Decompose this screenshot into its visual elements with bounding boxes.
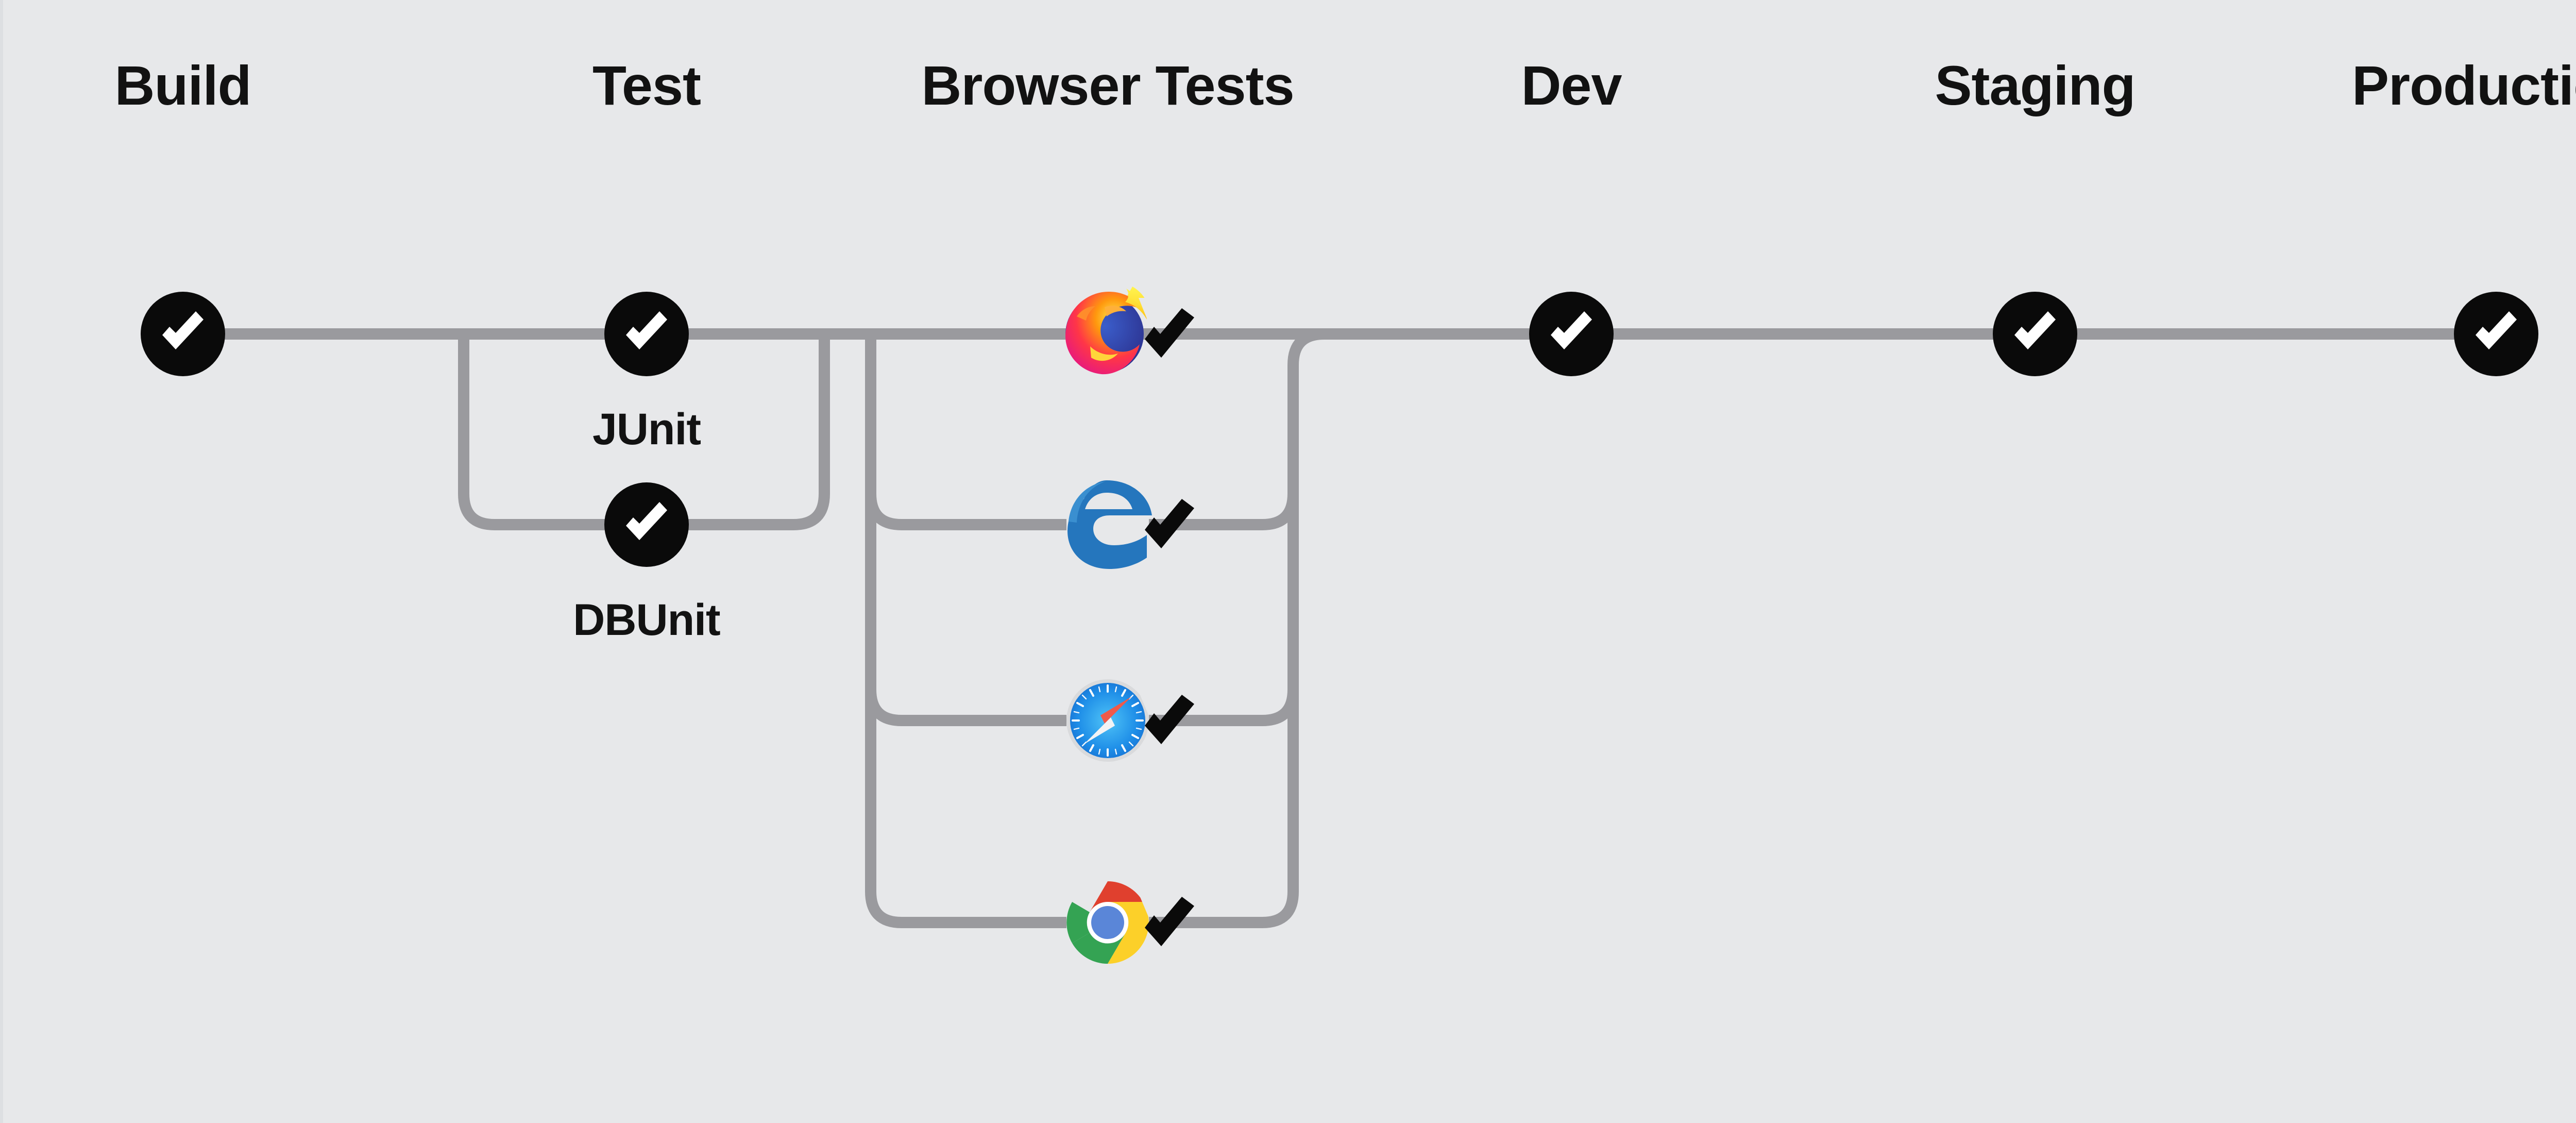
check-mark-icon	[1145, 695, 1194, 744]
stage-label-dev: Dev	[1521, 54, 1622, 116]
job-firefox[interactable]	[1065, 287, 1194, 375]
test-branch-left-rail	[458, 334, 647, 530]
browser-branch-right-stub-safari	[1149, 689, 1299, 726]
test-branch-right-rail	[647, 334, 830, 530]
stage-label-browser-tests: Browser Tests	[921, 54, 1294, 116]
job-edge[interactable]	[1067, 480, 1194, 569]
browser-branch-left-stub-edge	[865, 493, 1066, 530]
check-mark-icon	[1145, 897, 1194, 946]
job-safari[interactable]	[1066, 679, 1194, 762]
stage-label-production: Production	[2352, 54, 2576, 116]
job-label-dbunit: DBUnit	[573, 595, 720, 645]
safari-icon	[1066, 679, 1149, 762]
browser-branch-right-stub-edge	[1149, 493, 1299, 530]
browser-branch-left-stub-safari	[865, 689, 1066, 726]
job-label-junit: JUnit	[592, 405, 701, 454]
node-junit[interactable]	[604, 292, 689, 376]
node-production[interactable]	[2454, 292, 2538, 376]
stage-label-staging: Staging	[1935, 54, 2136, 116]
edge-icon	[1067, 480, 1152, 569]
chrome-icon	[1066, 881, 1149, 964]
job-chrome[interactable]	[1066, 881, 1194, 964]
firefox-icon	[1065, 287, 1151, 375]
node-staging[interactable]	[1993, 292, 2077, 376]
node-dbunit[interactable]	[604, 482, 689, 567]
stage-label-build: Build	[114, 54, 252, 116]
check-mark-icon	[1145, 499, 1194, 548]
node-build[interactable]	[141, 292, 225, 376]
browser-branch-left-rail	[865, 334, 1066, 928]
browser-branch-right-rail	[1149, 328, 1350, 928]
node-dev[interactable]	[1529, 292, 1614, 376]
check-mark-icon	[1145, 308, 1194, 358]
stage-label-test: Test	[592, 54, 701, 116]
left-edge-strip	[0, 0, 3, 1123]
